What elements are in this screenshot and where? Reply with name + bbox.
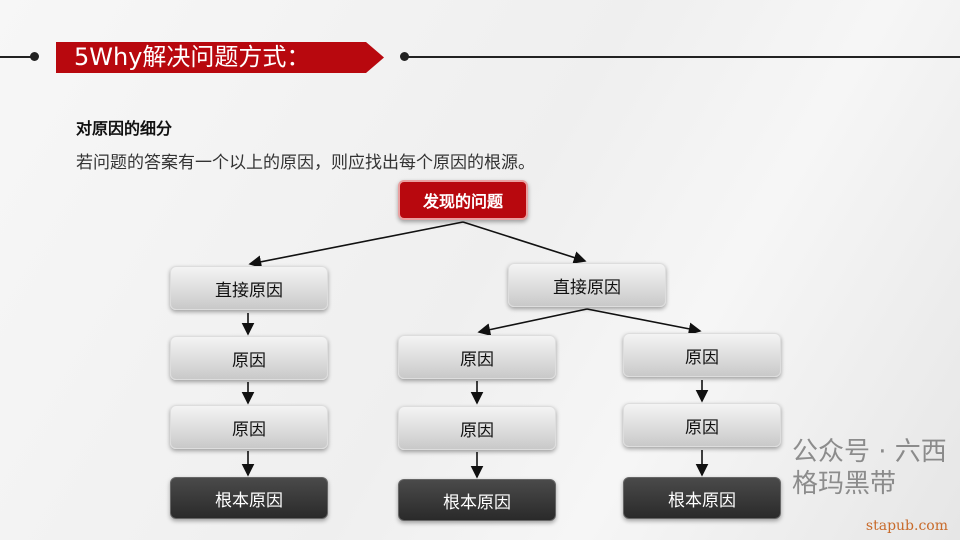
header-line-left — [0, 56, 34, 58]
root-cause-box: 根本原因 — [398, 479, 556, 521]
root-cause-box: 根本原因 — [170, 477, 328, 519]
subtitle: 对原因的细分 — [76, 119, 173, 138]
cause-box: 原因 — [623, 403, 781, 447]
arrow — [248, 221, 464, 269]
arrow — [586, 308, 702, 336]
header-dot — [30, 52, 39, 61]
arrow — [477, 308, 588, 336]
cause-box: 原因 — [623, 333, 781, 377]
direct-cause-box: 直接原因 — [170, 266, 328, 310]
description: 若问题的答案有一个以上的原因，则应找出每个原因的根源。 — [76, 153, 535, 173]
cause-box: 原因 — [398, 406, 556, 450]
cause-box: 原因 — [398, 335, 556, 379]
site-watermark: stapub.com — [865, 518, 948, 534]
header-line-right — [404, 56, 960, 58]
arrow — [462, 221, 587, 264]
direct-cause-box: 直接原因 — [508, 263, 666, 307]
root-cause-box: 根本原因 — [623, 477, 781, 519]
cause-box: 原因 — [170, 405, 328, 449]
title-banner: 5Why解决问题方式： — [56, 42, 384, 73]
root-problem-box: 发现的问题 — [398, 180, 528, 220]
cause-box: 原因 — [170, 336, 328, 380]
watermark: 公众号 · 六西格玛黑带 — [792, 437, 947, 499]
